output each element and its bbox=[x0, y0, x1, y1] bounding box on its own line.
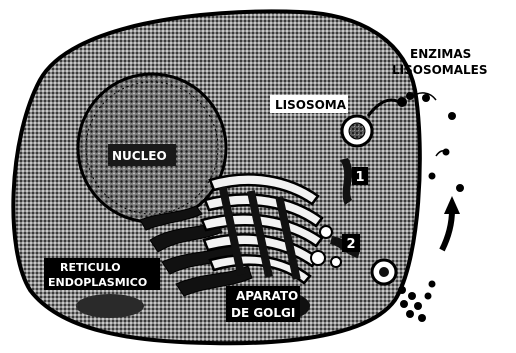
step-2-label: 2 bbox=[346, 237, 355, 252]
label-golgi-line2: DE GOLGI bbox=[231, 306, 295, 320]
label-enzimas-line2: LISOSOMALES bbox=[392, 63, 488, 77]
label-enzimas-line1: ENZIMAS bbox=[410, 47, 471, 61]
er-shadow bbox=[76, 294, 144, 318]
direction-arrow bbox=[442, 196, 460, 250]
label-reticulo-line2: ENDOPLASMICO bbox=[48, 276, 147, 289]
released-enzymes-bottom bbox=[398, 281, 436, 323]
label-reticulo-endoplasmico: RETICULO ENDOPLASMICO bbox=[44, 258, 160, 290]
step-2-marker: 2 bbox=[342, 234, 360, 252]
label-lisosoma-text: LISOSOMA bbox=[275, 98, 347, 112]
released-enzymes-mid bbox=[429, 149, 464, 192]
label-nucleo: NUCLEO bbox=[112, 149, 167, 163]
label-golgi-line1: APARATO bbox=[236, 289, 298, 303]
step-1-marker: 1 bbox=[352, 167, 368, 185]
label-lisosoma: LISOSOMA bbox=[270, 95, 348, 113]
step-1-label: 1 bbox=[355, 170, 364, 185]
exocytosis-vesicle bbox=[372, 260, 396, 284]
label-aparato-golgi: APARATO DE GOLGI bbox=[226, 286, 300, 322]
label-nucleo-text: NUCLEO bbox=[112, 149, 167, 163]
label-reticulo-line1: RETICULO bbox=[60, 261, 121, 274]
